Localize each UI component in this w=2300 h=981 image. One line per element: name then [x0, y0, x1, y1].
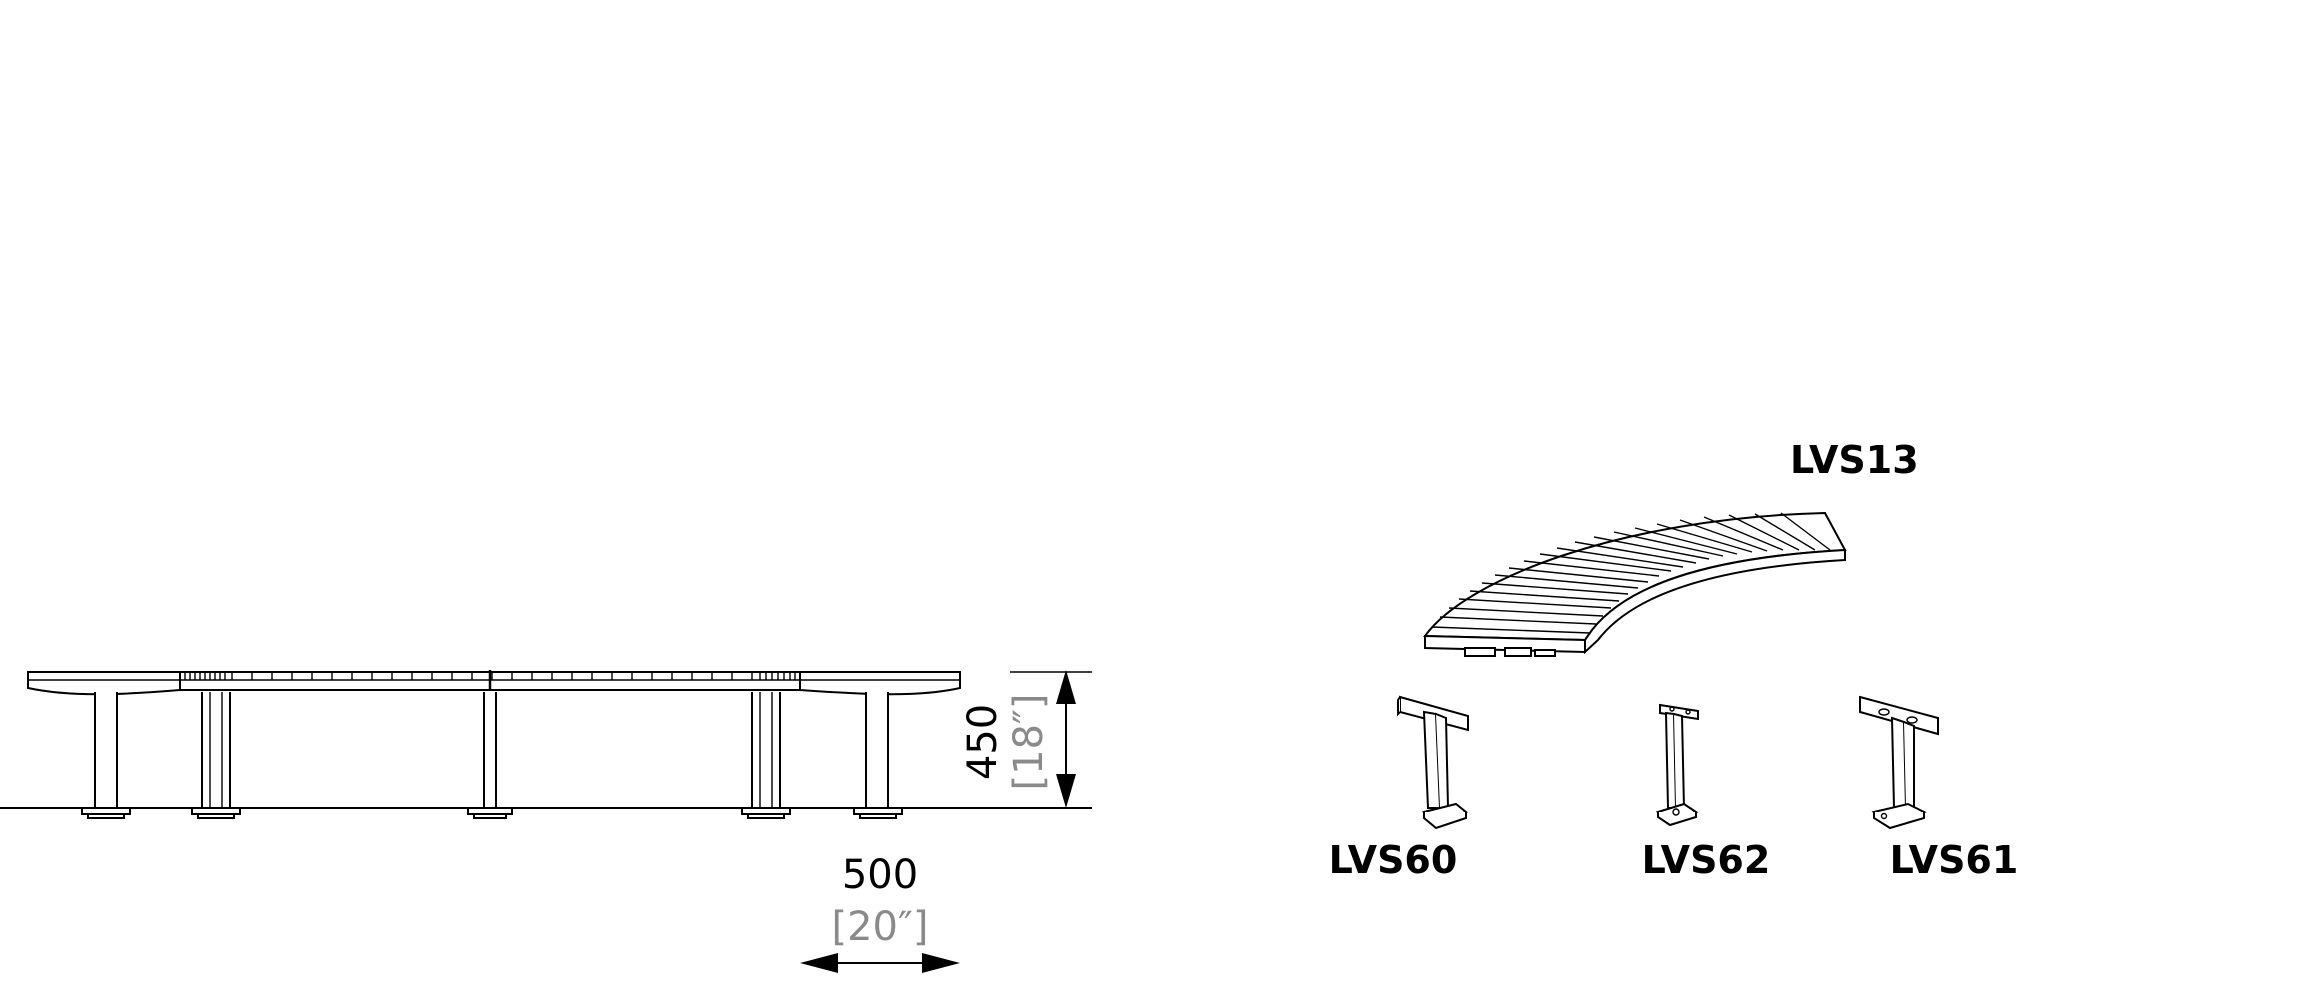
height-value: 450: [960, 704, 1006, 780]
seat-slat-marks: [184, 670, 796, 690]
bench-elevation-view: 450 [18″] 500 [20″]: [0, 670, 1092, 973]
height-dimension: 450 [18″]: [960, 670, 1092, 808]
seat-slats: [1431, 512, 1831, 634]
label-lvs61: LVS61: [1890, 838, 2019, 882]
label-lvs62: LVS62: [1642, 838, 1771, 882]
left-end-seat: [27, 671, 181, 696]
right-end-seat: [799, 671, 961, 696]
depth-dimension: 500 [20″]: [800, 852, 960, 973]
leg-lvs62: LVS62: [1642, 703, 1771, 882]
curved-seat-isometric: LVS13: [1423, 438, 1919, 657]
leg-lvs61: LVS61: [1859, 695, 2019, 882]
label-lvs13: LVS13: [1790, 438, 1919, 482]
height-imperial: [18″]: [1006, 693, 1052, 790]
depth-value: 500: [842, 852, 918, 898]
leg-lvs60: LVS60: [1329, 695, 1469, 882]
label-lvs60: LVS60: [1329, 838, 1458, 882]
elevation-legs: [81, 692, 903, 819]
depth-imperial: [20″]: [831, 904, 928, 950]
